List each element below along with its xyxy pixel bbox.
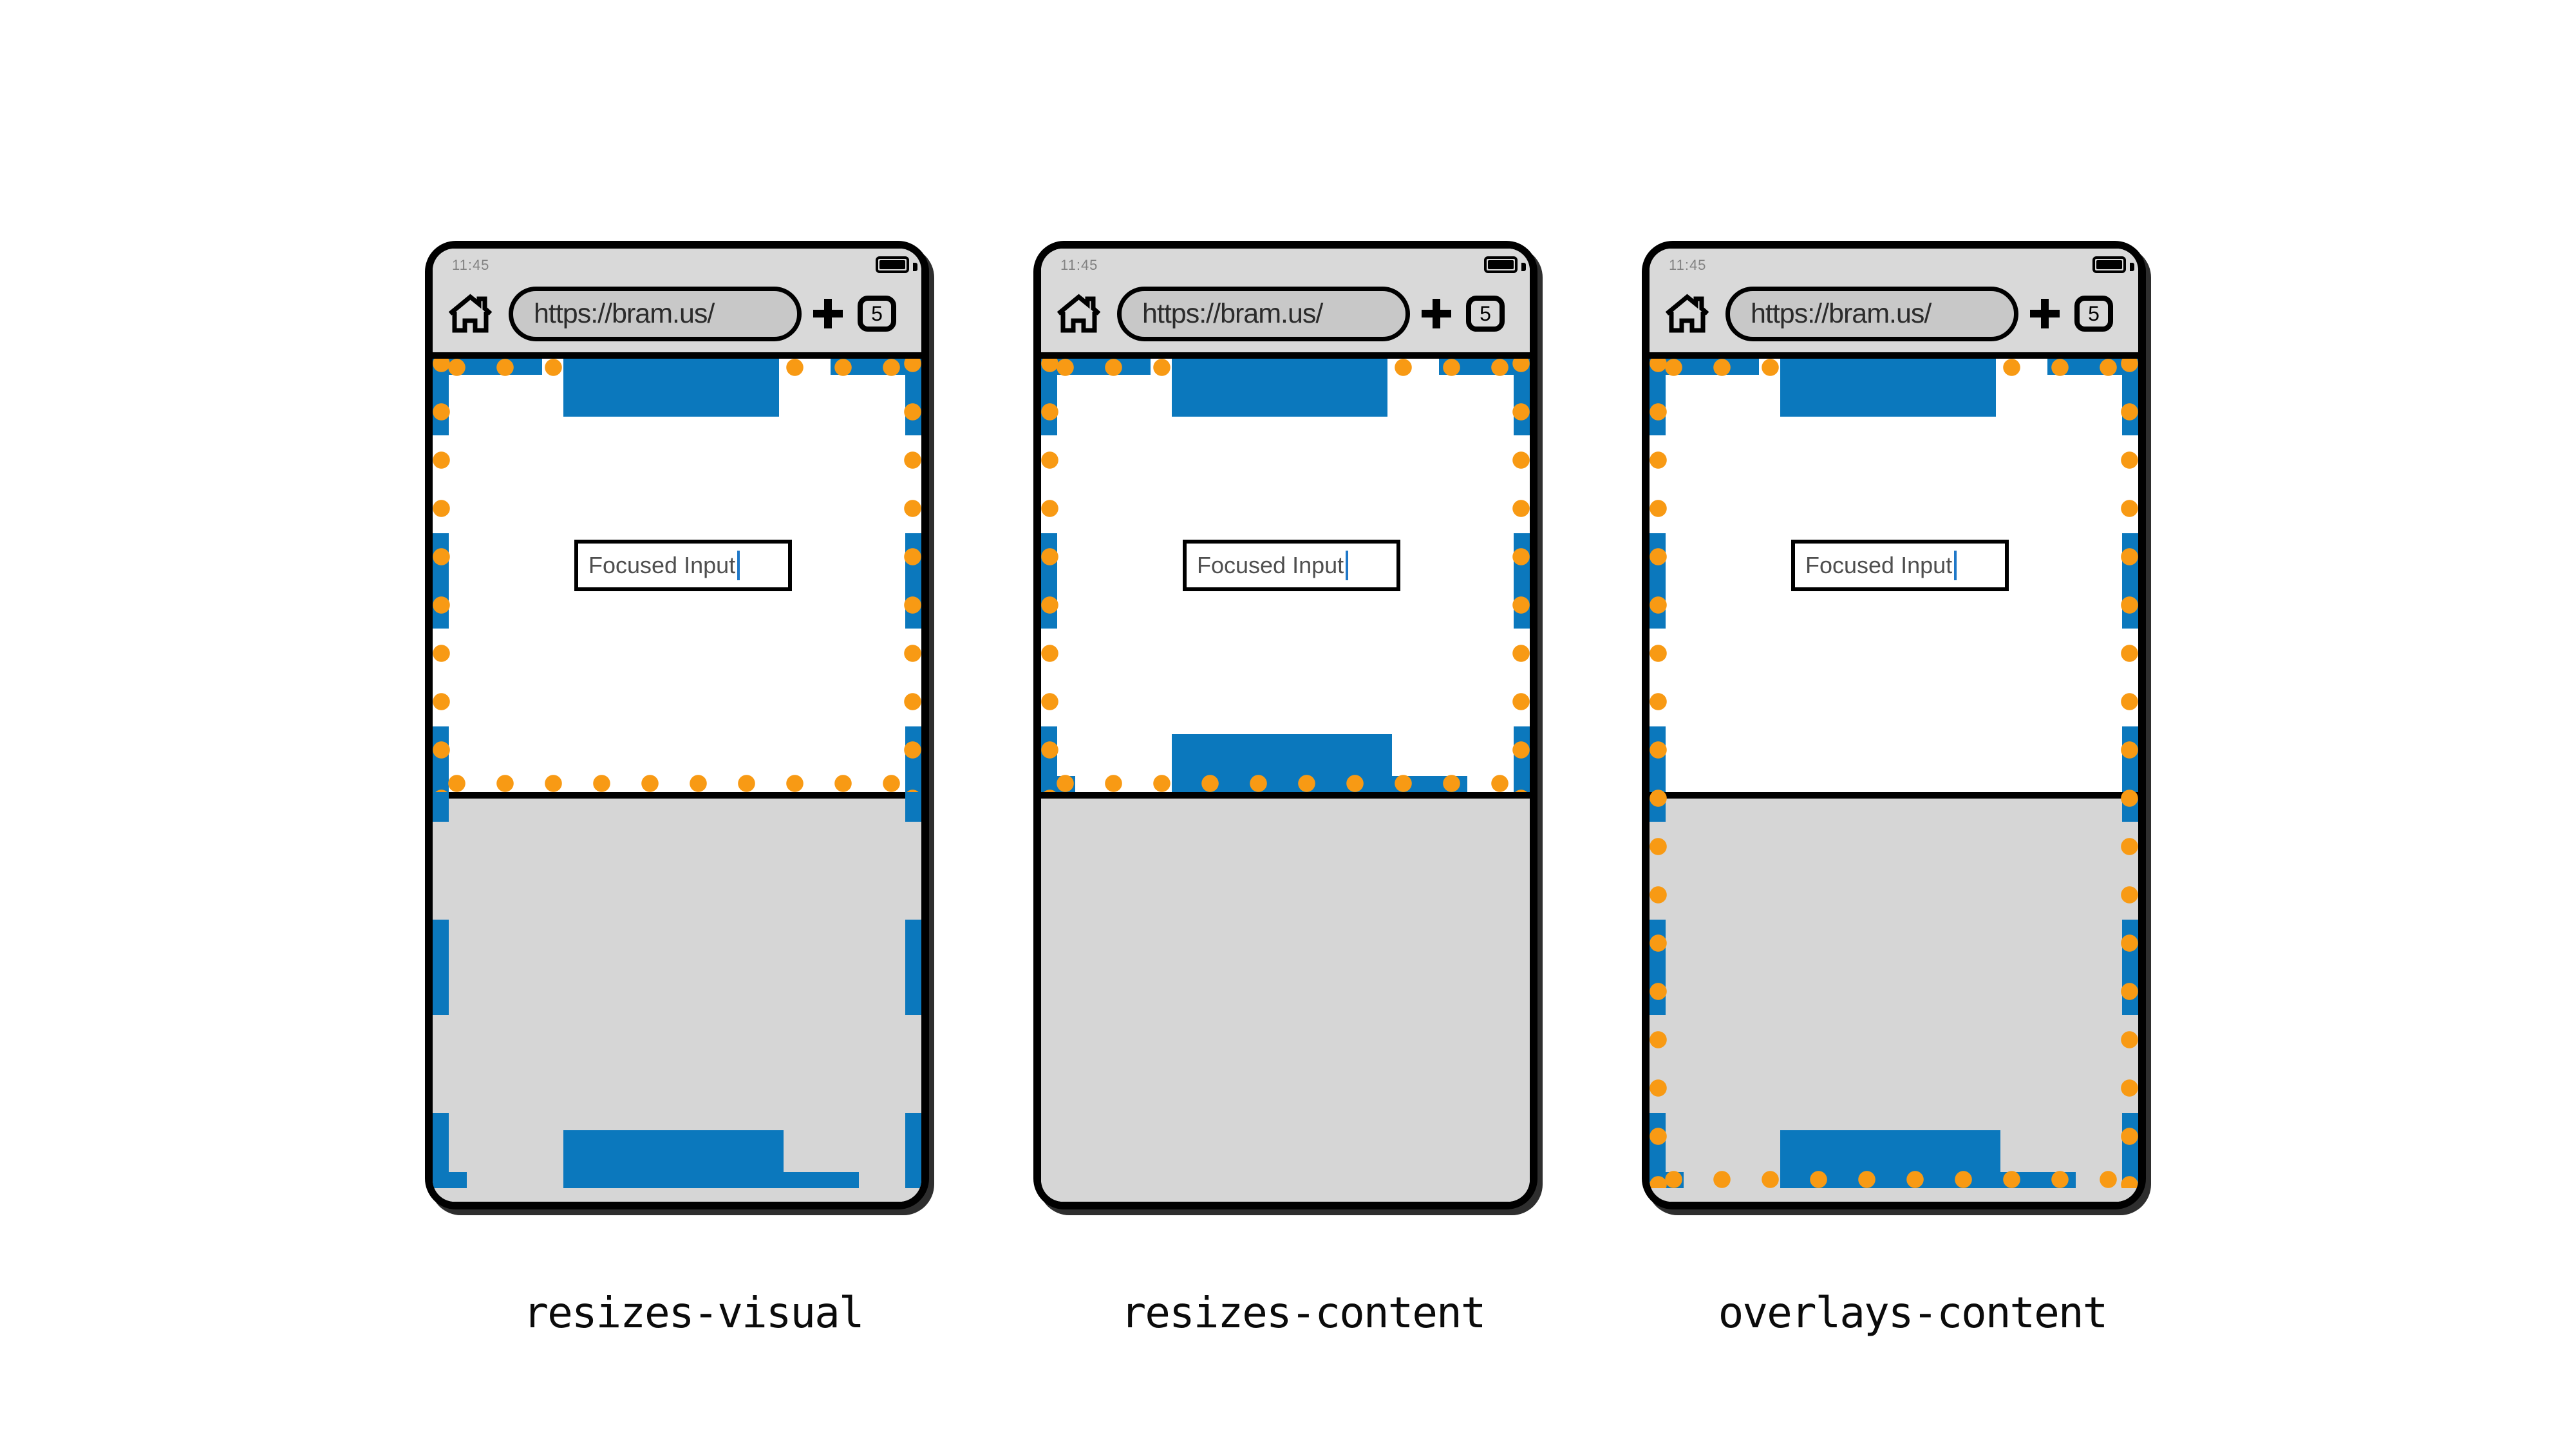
visual-viewport-dots-left bbox=[1041, 359, 1058, 792]
home-icon[interactable] bbox=[1056, 294, 1102, 334]
visual-viewport-dots-right bbox=[2121, 359, 2138, 1188]
battery-nub bbox=[913, 263, 917, 271]
phone-mockup-overlays-content: Focused Input 11:45 https://bram.us/ 5 bbox=[1642, 241, 2146, 1209]
status-time: 11:45 bbox=[1060, 257, 1098, 273]
virtual-keyboard-area bbox=[1041, 799, 1530, 1202]
url-text: https://bram.us/ bbox=[1142, 298, 1323, 329]
phone-screen: Focused Input 11:45 https://bram.us/ 5 bbox=[1041, 249, 1530, 1202]
visual-viewport-dots-bottom bbox=[1041, 775, 1530, 792]
text-cursor bbox=[1954, 551, 1957, 580]
caption-overlays-content: overlays-content bbox=[1718, 1288, 2109, 1338]
phone-mockup-resizes-content: Focused Input 11:45 https://bram.us/ 5 bbox=[1033, 241, 1537, 1209]
phone-screen: Focused Input 11:45 https://bram.us/ 5 bbox=[1650, 249, 2138, 1202]
battery-fill bbox=[2096, 260, 2122, 269]
battery-icon bbox=[1484, 256, 1526, 273]
focused-input[interactable]: Focused Input bbox=[1791, 540, 2009, 591]
browser-chrome: 11:45 https://bram.us/ 5 bbox=[1650, 249, 2138, 352]
visual-viewport-dots-right bbox=[904, 359, 921, 792]
input-value: Focused Input bbox=[1197, 552, 1344, 578]
battery-icon bbox=[876, 256, 917, 273]
visual-viewport-dots-bottom bbox=[433, 775, 921, 792]
page-header-block bbox=[563, 359, 779, 417]
home-icon[interactable] bbox=[447, 294, 493, 334]
toolbar-divider bbox=[1041, 352, 1530, 359]
new-tab-icon[interactable] bbox=[2030, 299, 2060, 328]
tab-counter-button[interactable]: 5 bbox=[2074, 296, 2113, 332]
text-cursor bbox=[1346, 551, 1349, 580]
visual-viewport-dots-left bbox=[433, 359, 450, 792]
input-value: Focused Input bbox=[1805, 552, 1953, 578]
new-tab-icon[interactable] bbox=[813, 299, 843, 328]
keyboard-divider bbox=[1041, 792, 1530, 799]
tab-count: 5 bbox=[2088, 301, 2100, 325]
phone-mockup-resizes-visual: Focused Input 11:45 https://bram.us/ 5 bbox=[425, 241, 929, 1209]
caption-resizes-content: resizes-content bbox=[1120, 1288, 1486, 1338]
visual-viewport-dots-left bbox=[1650, 359, 1667, 1188]
battery-icon bbox=[2092, 256, 2134, 273]
battery-nub bbox=[2130, 263, 2134, 271]
keyboard-divider bbox=[433, 792, 921, 799]
tab-counter-button[interactable]: 5 bbox=[1466, 296, 1505, 332]
tab-count: 5 bbox=[1480, 301, 1491, 325]
phone-screen: Focused Input 11:45 https://bram.us/ 5 bbox=[433, 249, 921, 1202]
toolbar-divider bbox=[433, 352, 921, 359]
battery-fill bbox=[879, 260, 905, 269]
browser-chrome: 11:45 https://bram.us/ 5 bbox=[433, 249, 921, 352]
page-footer-block bbox=[563, 1130, 784, 1188]
tab-counter-button[interactable]: 5 bbox=[858, 296, 896, 332]
status-time: 11:45 bbox=[1669, 257, 1707, 273]
tab-count: 5 bbox=[871, 301, 883, 325]
focused-input[interactable]: Focused Input bbox=[1183, 540, 1400, 591]
status-time: 11:45 bbox=[452, 257, 490, 273]
input-value: Focused Input bbox=[588, 552, 736, 578]
new-tab-icon[interactable] bbox=[1422, 299, 1451, 328]
battery-fill bbox=[1488, 260, 1514, 269]
url-bar[interactable]: https://bram.us/ bbox=[1725, 287, 2018, 341]
caption-resizes-visual: resizes-visual bbox=[523, 1288, 864, 1338]
url-text: https://bram.us/ bbox=[534, 298, 715, 329]
url-bar[interactable]: https://bram.us/ bbox=[1117, 287, 1410, 341]
home-icon[interactable] bbox=[1664, 294, 1710, 334]
page-header-block bbox=[1172, 359, 1387, 417]
keyboard-divider bbox=[1650, 792, 2138, 799]
url-text: https://bram.us/ bbox=[1751, 298, 1932, 329]
visual-viewport-dots-bottom bbox=[1650, 1171, 2138, 1188]
visual-viewport-dots-right bbox=[1512, 359, 1530, 792]
browser-chrome: 11:45 https://bram.us/ 5 bbox=[1041, 249, 1530, 352]
page-header-block bbox=[1780, 359, 1996, 417]
focused-input[interactable]: Focused Input bbox=[574, 540, 792, 591]
toolbar-divider bbox=[1650, 352, 2138, 359]
text-cursor bbox=[737, 551, 740, 580]
url-bar[interactable]: https://bram.us/ bbox=[509, 287, 802, 341]
battery-nub bbox=[1521, 263, 1526, 271]
